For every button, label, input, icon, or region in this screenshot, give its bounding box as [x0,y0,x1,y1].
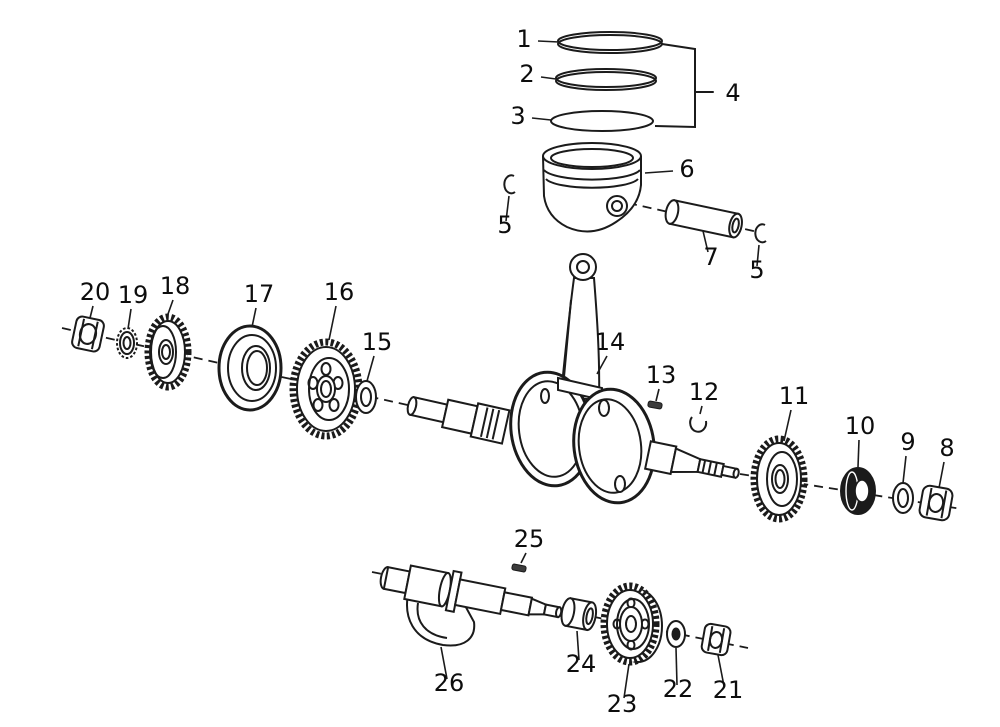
gear-18 [144,313,192,391]
leader-line-part-25-21 [520,552,527,564]
woodruff-key-25 [511,563,527,573]
piston-ring-2 [555,68,657,91]
nut-21 [700,622,732,657]
part-label-5-4: 5 [497,211,512,239]
leader-line-part-9-19 [902,455,907,484]
nut-8 [918,484,954,522]
part-label-23-23: 23 [607,690,638,718]
piston-pin [664,199,743,239]
bearing-10 [840,467,876,515]
nut-20 [71,315,105,353]
collar-24 [560,597,598,632]
leader-line-part-1-0 [537,40,560,43]
part-label-24-22: 24 [566,650,597,678]
part-label-26-26: 26 [434,669,465,697]
primary-drive-gear-16 [289,338,363,440]
leader-line-part-10-18 [857,439,860,468]
leader-line-part-26-26 [440,646,448,680]
lock-washer-19 [116,327,138,359]
leader-line-part-5-7 [756,244,760,267]
part-label-12-16: 12 [689,378,720,406]
leader-line-part-18-10 [167,299,174,315]
crank-webs [509,370,656,505]
part-label-6-5: 6 [679,155,694,183]
woodruff-key-13 [647,400,663,410]
washer-12 [689,416,708,433]
part-label-9-19: 9 [900,428,915,456]
piston-ring-3-oil [550,110,654,132]
piston [542,142,642,233]
leader-line-part-2-1 [540,76,557,80]
part-label-5-7: 5 [749,256,764,284]
washer-15 [355,380,377,414]
part-label-1-0: 1 [516,25,531,53]
crankshaft-left-shaft [406,396,511,445]
part-label-17-11: 17 [244,280,275,308]
leader-line-part-6-5 [644,170,674,174]
washer-22 [666,620,686,648]
leader-line-part-17-11 [251,307,257,328]
leader-line-part-5-4 [505,195,510,222]
leader-line-part-16-12 [328,305,337,341]
ring-set-bracket [654,43,713,129]
leader-line-part-22-24 [675,647,678,686]
leader-line-part-7-6 [702,230,709,253]
leader-line-part-8-20 [938,461,945,489]
part-label-7-6: 7 [703,243,718,271]
balance-gear-23 [600,582,663,666]
leader-line-part-12-16 [699,405,703,415]
part-label-14-14: 14 [595,328,626,356]
part-label-15-13: 15 [362,328,393,356]
leader-line-part-11-17 [783,409,792,442]
leader-line-part-19-9 [127,308,132,330]
part-label-25-21: 25 [514,525,545,553]
part-label-2-1: 2 [519,60,534,88]
bearing-17 [217,324,283,412]
part-label-18-10: 18 [160,272,191,300]
leader-line-part-15-13 [366,355,375,382]
leader-line-part-13-15 [655,388,660,402]
balance-shaft [379,564,563,619]
part-label-22-24: 22 [663,675,694,703]
part-label-11-17: 11 [779,382,810,410]
leader-line-part-20-8 [89,305,94,319]
circlip-right [754,223,767,244]
leader-line-part-24-22 [576,630,580,661]
leader-line-part-3-2 [531,117,552,121]
leader-line-part-23-23 [623,663,630,699]
leader-line-part-14-14 [596,355,608,375]
piston-ring-1 [557,31,663,54]
part-label-13-15: 13 [646,361,677,389]
part-label-19-9: 19 [118,281,149,309]
crankshaft-right-shaft [643,440,740,479]
part-label-21-25: 21 [713,676,744,704]
washer-9 [892,482,914,514]
circlip-left [503,174,516,195]
part-label-4-3: 4 [725,79,740,107]
part-label-16-12: 16 [324,278,355,306]
connecting-rod [559,253,601,403]
leader-line-part-21-25 [717,654,725,687]
timing-gear-11 [750,435,808,523]
part-label-20-8: 20 [80,278,111,306]
part-label-3-2: 3 [510,102,525,130]
part-label-8-20: 8 [939,434,954,462]
part-label-10-18: 10 [845,412,876,440]
